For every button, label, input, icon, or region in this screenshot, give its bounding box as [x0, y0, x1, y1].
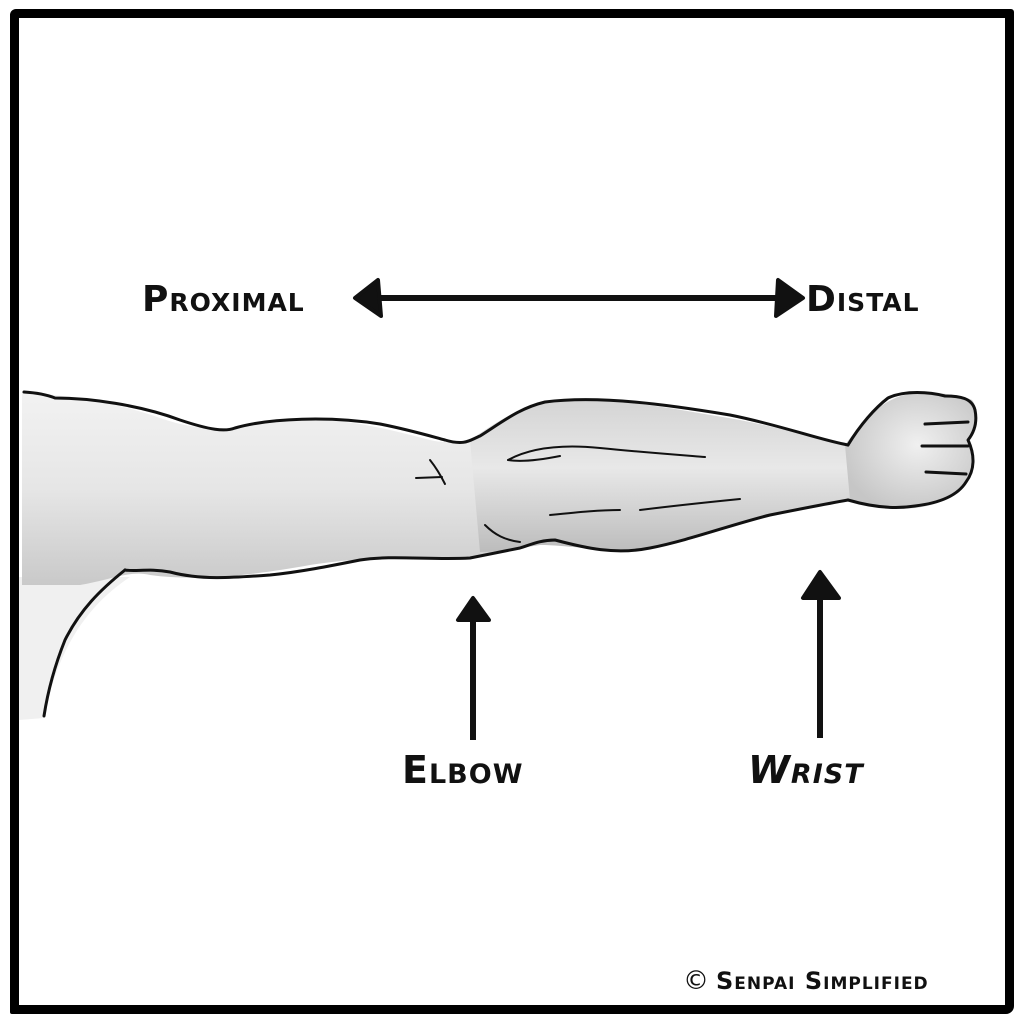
copyright-icon: ©	[683, 966, 710, 996]
elbow-fold	[484, 524, 521, 543]
forearm-tendon-2	[549, 509, 621, 516]
elbow-label: Elbow	[402, 748, 524, 792]
forearm-muscle-line-2	[507, 455, 561, 462]
copyright-credit: © Senpai Simplified	[683, 966, 929, 996]
forearm	[470, 399, 850, 552]
elbow-arrow	[456, 596, 491, 740]
torso-outline	[42, 568, 127, 718]
finger-line-3	[924, 470, 968, 476]
wrist-label: Wrist	[748, 748, 864, 792]
elbow-crease-1	[429, 459, 446, 485]
arm-top-outline	[22, 390, 850, 447]
upper-arm	[22, 392, 530, 585]
finger-line-1	[923, 420, 970, 426]
proximal-distal-arrow	[353, 278, 805, 318]
wrist-arrow	[801, 570, 841, 738]
torso-shape	[19, 392, 130, 720]
distal-label: Distal	[806, 279, 920, 320]
forearm-muscle-line	[507, 445, 706, 461]
credit-text: Senpai Simplified	[716, 967, 929, 995]
fist-outline	[846, 391, 978, 509]
elbow-crease-2	[415, 476, 443, 479]
forearm-tendon	[639, 498, 741, 511]
proximal-label: Proximal	[142, 279, 305, 320]
arm-bottom-outline	[123, 498, 850, 580]
